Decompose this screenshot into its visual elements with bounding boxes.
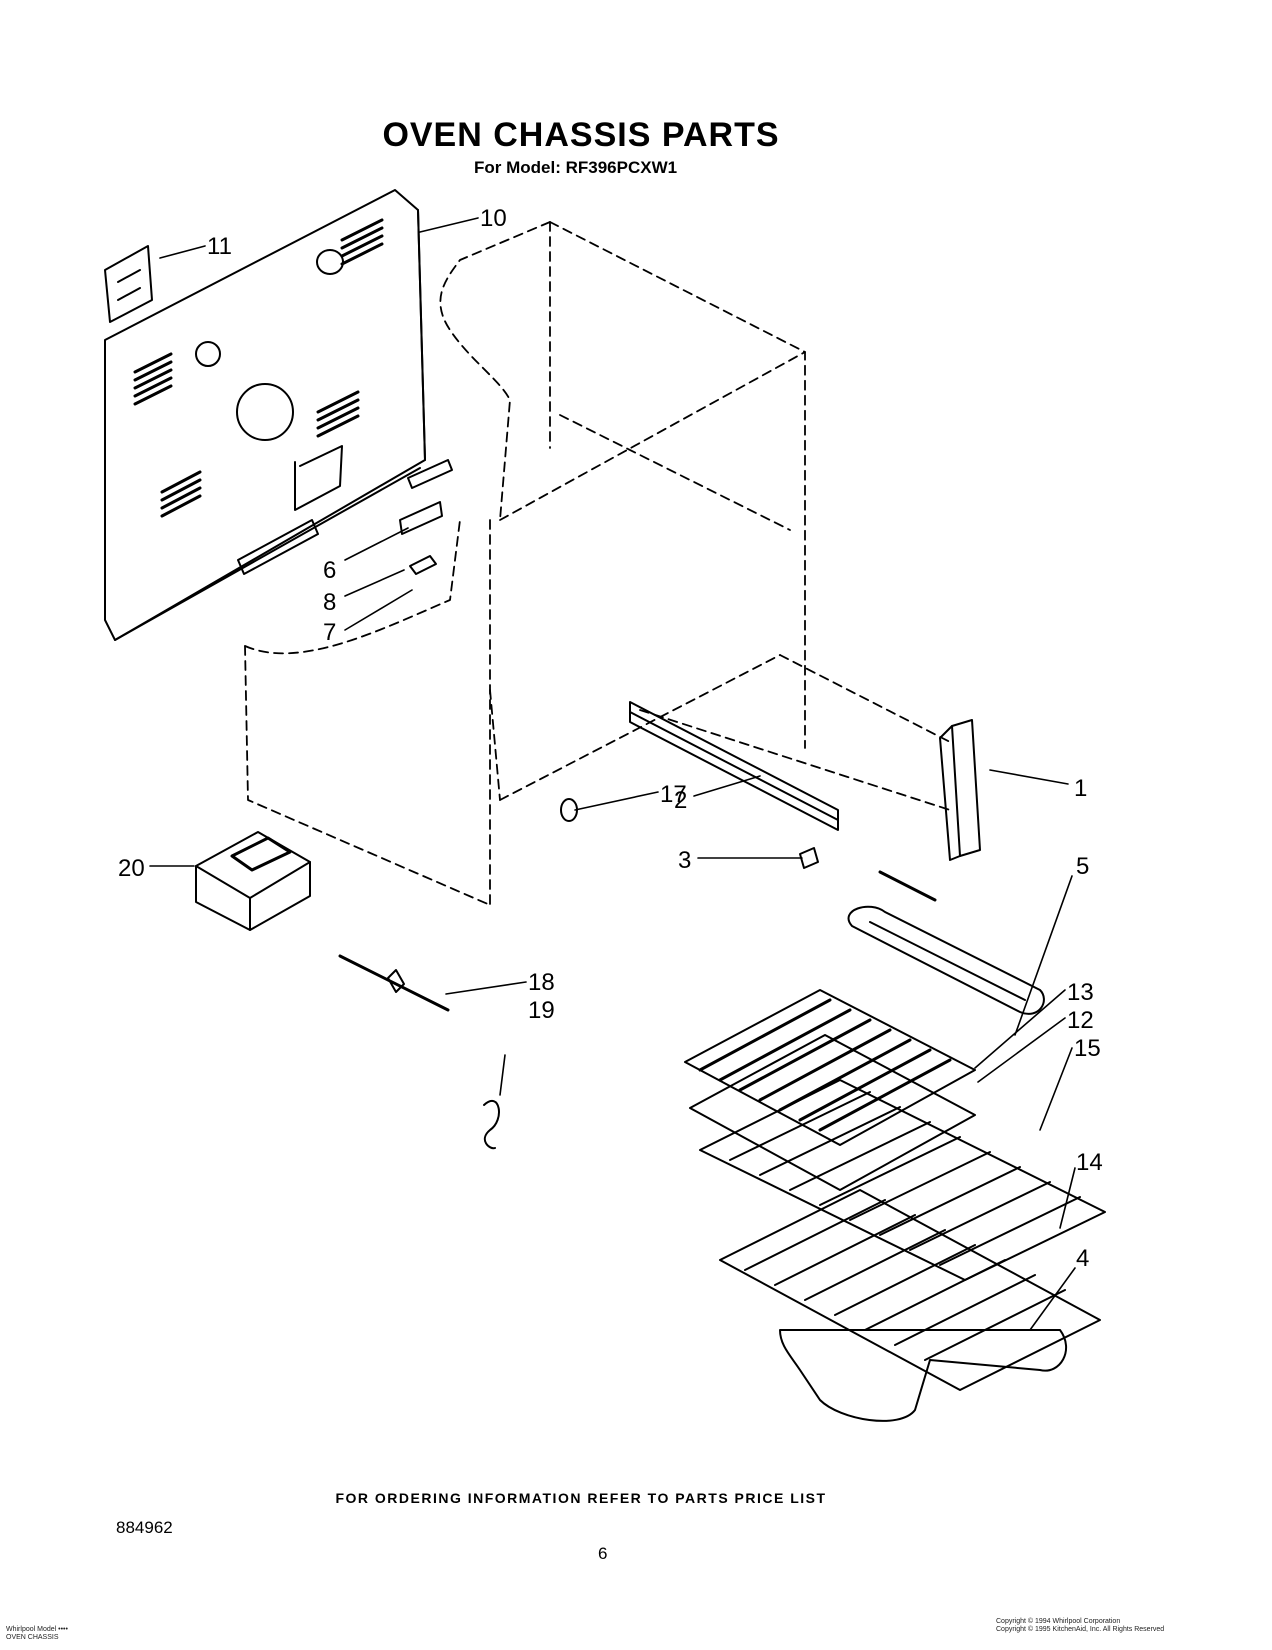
broiler-pan-part: [684, 989, 976, 1191]
small-bracket-part: [104, 245, 153, 323]
clip-parts-6-7-8: [399, 459, 453, 575]
document-number: 884962: [116, 1518, 173, 1537]
broil-element-part: [847, 870, 1045, 1015]
small-print-left-line2: OVEN CHASSIS: [6, 1634, 59, 1641]
callout-19: 19: [528, 997, 555, 1024]
page-title: OVEN CHASSIS PARTS: [382, 116, 780, 154]
copyright-line1: Copyright © 1994 Whirlpool Corporation: [996, 1618, 1121, 1625]
callout-1: 1: [1074, 775, 1087, 802]
callout-6: 6: [323, 557, 336, 584]
ordering-note: FOR ORDERING INFORMATION REFER TO PARTS …: [335, 1490, 827, 1506]
page-number: 6: [598, 1544, 608, 1563]
callout-3: 3: [678, 847, 691, 874]
side-bracket-part: [939, 719, 981, 861]
model-subtitle: For Model: RF396PCXW1: [474, 158, 678, 177]
callout-12: 12: [1067, 1007, 1094, 1034]
callout-13: 13: [1067, 979, 1094, 1006]
leader-lines: [149, 217, 1076, 1331]
callout-7: 7: [323, 619, 336, 646]
bake-element-part: [779, 1329, 1067, 1422]
copyright-line2: Copyright © 1995 KitchenAid, Inc. All Ri…: [996, 1626, 1165, 1633]
callout-labels: 1 2 3 4 5 6 7 8 10 11 12 13 14 15 17 18 …: [118, 205, 1103, 1272]
callout-8: 8: [323, 589, 336, 616]
callout-20: 20: [118, 855, 145, 882]
callout-18: 18: [528, 969, 555, 996]
front-rail-part: [629, 701, 839, 831]
callout-11: 11: [207, 233, 232, 260]
callout-17: 17: [660, 781, 687, 808]
small-print-left-line1: Whirlpool Model ••••: [6, 1626, 68, 1633]
callout-4: 4: [1076, 1245, 1089, 1272]
small-print-left: Whirlpool Model •••• OVEN CHASSIS: [6, 1626, 68, 1642]
callout-10: 10: [480, 205, 507, 232]
callout-15: 15: [1074, 1035, 1101, 1062]
rear-panel-part: [104, 189, 426, 641]
callout-5: 5: [1076, 853, 1089, 880]
copyright-notice: Copyright © 1994 Whirlpool Corporation C…: [996, 1618, 1164, 1634]
wire-part-19: [483, 1099, 500, 1150]
probe-part-18: [338, 954, 450, 1012]
oven-rack-part: [699, 1079, 1106, 1391]
callout-14: 14: [1076, 1149, 1103, 1176]
oven-cabinet-outline: [244, 221, 951, 906]
callout-2: 2: [674, 787, 687, 814]
block-part-20: [195, 831, 311, 931]
